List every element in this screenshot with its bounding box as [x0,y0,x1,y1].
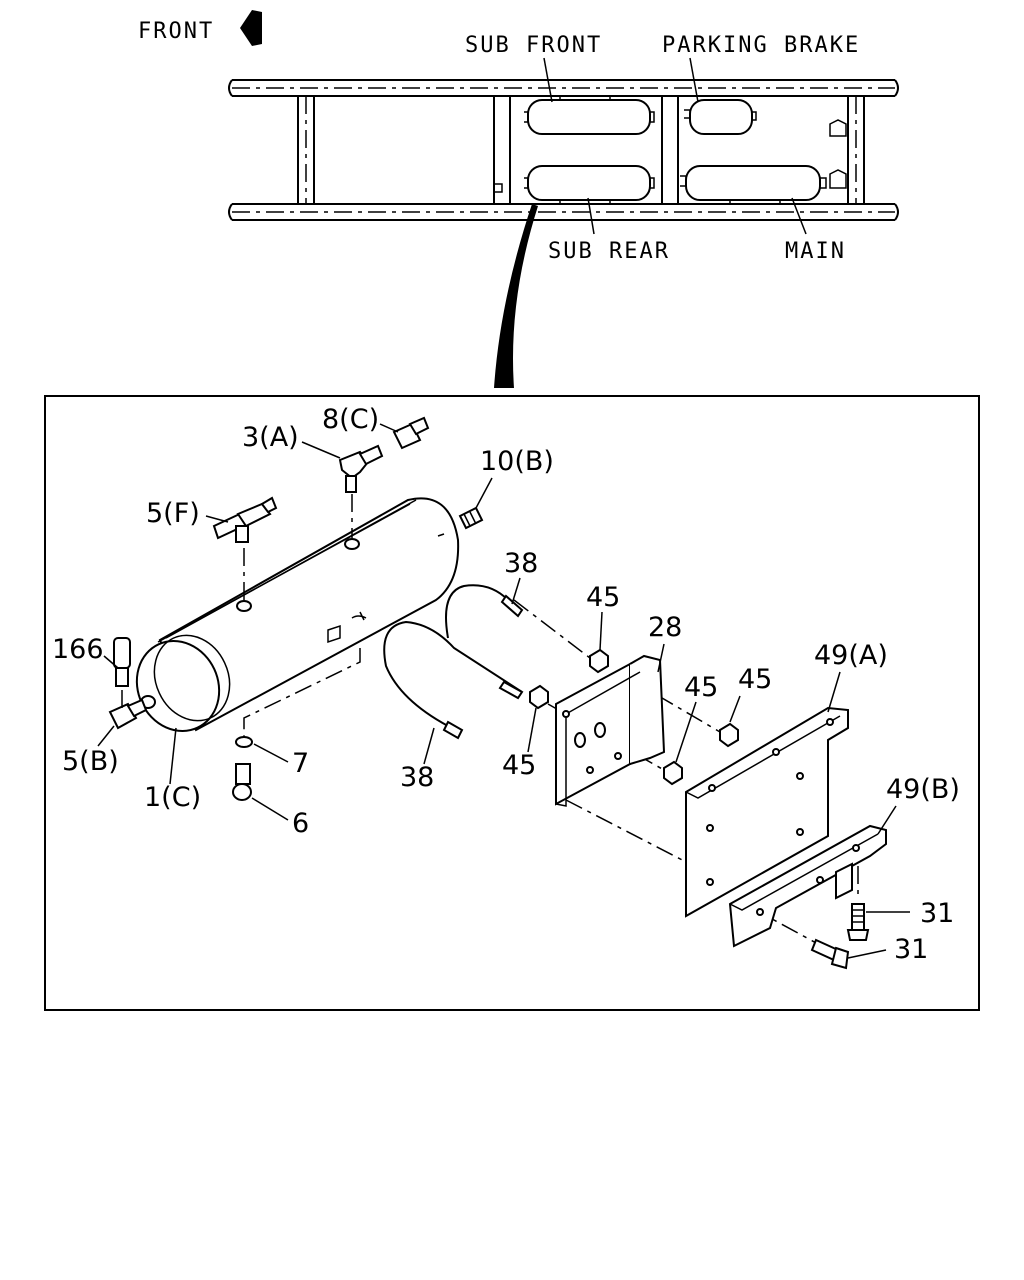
sensor-166 [113,637,131,687]
front-label: FRONT [138,19,214,44]
drain-valve-6 [232,736,253,801]
front-arrow-icon [240,10,262,46]
callout-38-bottom: 38 [400,762,434,793]
tee-fitting-5f [212,496,278,543]
callout-31-b: 31 [894,934,928,965]
bolts-31 [810,903,870,970]
strap-38-bottom [383,620,524,740]
tank-sub-rear [524,165,655,204]
callout-31-a: 31 [920,898,954,929]
callout-45-c: 45 [738,664,772,695]
callout-10b: 10(B) [480,446,554,477]
callout-45-b: 45 [684,672,718,703]
callout-45-a: 45 [586,582,620,613]
chassis-overview: FRONT [138,10,899,388]
callouts: 8(C) 3(A) 10(B) 5(F) 38 45 28 49(A) 166 … [52,404,960,965]
label-sub-front: SUB FRONT [465,33,602,58]
tank-sub-front [524,96,655,135]
elbow-5b [108,698,148,730]
callout-7: 7 [292,748,309,779]
fitting-10b [458,506,484,530]
callout-28: 28 [648,612,682,643]
nuts-45 [529,648,739,786]
callout-1c: 1(C) [144,782,201,813]
bracket-28 [555,654,666,807]
tank-main [680,165,827,204]
callout-8c: 8(C) [322,404,379,435]
callout-38-top: 38 [504,548,538,579]
label-parking-brake: PARKING BRAKE [662,33,860,58]
detail-frame [44,395,980,1011]
fitting-3a [338,444,384,493]
callout-49b: 49(B) [886,774,960,805]
bracket-49b [728,824,887,948]
fitting-8c [392,416,430,450]
zoom-pointer [494,204,538,388]
cross-members [297,96,865,204]
callout-166: 166 [52,634,104,665]
callout-3a: 3(A) [242,422,299,453]
frame-brackets [829,119,847,189]
frame-rails [228,79,899,221]
callout-45-d: 45 [502,750,536,781]
plate-49a [685,706,849,918]
label-sub-rear: SUB REAR [548,239,670,264]
tank-parking-brake [684,99,757,135]
callout-49a: 49(A) [814,640,888,671]
callout-5b: 5(B) [62,746,119,777]
air-tank [135,497,460,732]
callout-6: 6 [292,808,309,839]
strap-38-top [445,584,524,639]
callout-5f: 5(F) [146,498,200,529]
label-main: MAIN [785,239,846,264]
